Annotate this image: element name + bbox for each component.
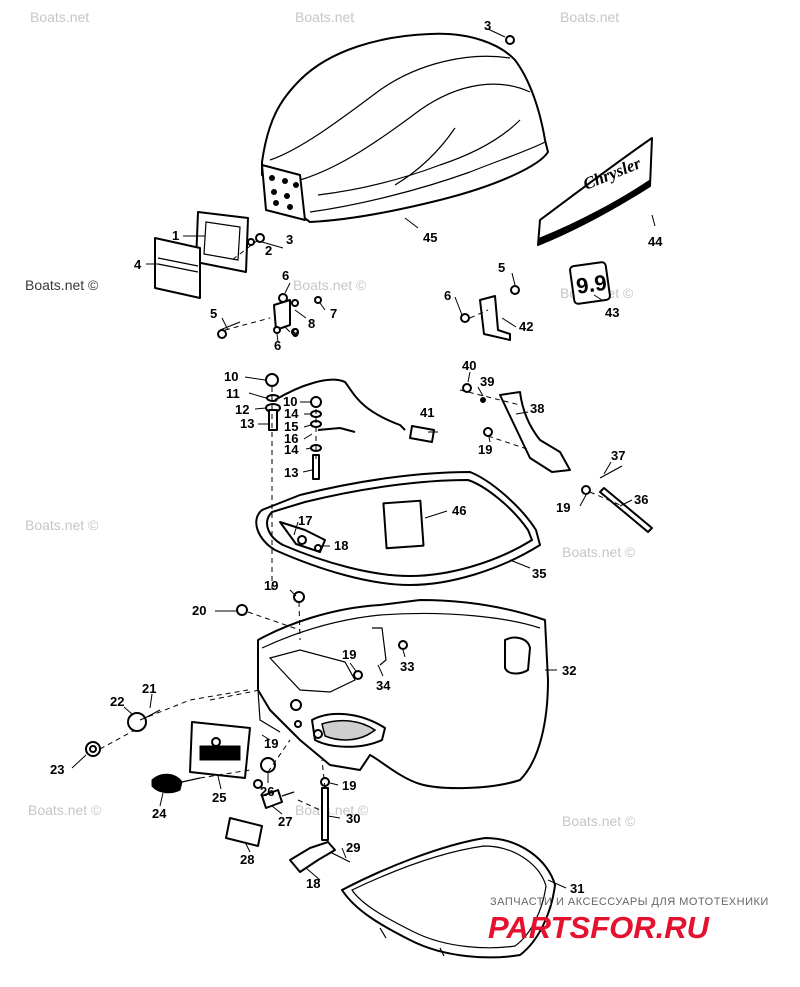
hardware-lower [85,591,363,873]
callout-7: 7 [330,306,337,321]
callout-10: 10 [224,369,238,384]
hardware-upper [217,35,520,341]
callout-43: 43 [605,305,619,320]
callout-3: 3 [286,232,293,247]
callout-9: 9 [292,325,299,340]
watermark: Boats.net [295,9,354,25]
callout-17: 17 [298,513,312,528]
callout-44: 44 [648,234,663,249]
callout-19: 19 [478,442,492,457]
watermark: Boats.net © [25,277,99,293]
callout-32: 32 [562,663,576,678]
callout-4: 4 [134,257,142,272]
callout-26: 26 [260,784,274,799]
callout-27: 27 [278,814,292,829]
callout-numbers: 3 1 3 2 4 45 44 5 6 6 7 8 9 5 6 42 43 10… [50,18,663,896]
throttle-linkage [462,383,653,533]
callout-34: 34 [376,678,391,693]
watermark: Boats.net [30,9,89,25]
top-cowl [261,32,549,223]
side-decal: Chrysler [537,137,653,246]
callout-35: 35 [532,566,546,581]
latch-plate [195,211,249,273]
watermark: Boats.net © [562,544,636,560]
watermark: Boats.net © [28,802,102,818]
callout-19: 19 [264,578,278,593]
watermark: Boats.net [560,9,619,25]
access-plate [382,499,425,550]
callout-42: 42 [519,319,533,334]
callout-40: 40 [462,358,476,373]
logo-wordmark: PARTSFOR.RU [488,910,711,945]
callout-46: 46 [452,503,466,518]
callout-22: 22 [110,694,124,709]
callout-29: 29 [346,840,360,855]
callout-31: 31 [570,881,584,896]
leader-lines [71,28,656,889]
callout-2: 2 [265,243,272,258]
assembly-lines [99,239,621,811]
callout-18: 18 [334,538,348,553]
callout-6: 6 [282,268,289,283]
callout-19: 19 [264,736,278,751]
callout-37: 37 [611,448,625,463]
callout-19: 19 [342,647,356,662]
model-badge-text: 9.9 [575,270,609,299]
callout-12: 12 [235,402,249,417]
pan-gasket [341,837,556,959]
watermark: Boats.net © [295,802,369,818]
callout-14: 14 [284,442,299,457]
callout-20: 20 [192,603,206,618]
callout-3: 3 [484,18,491,33]
callout-28: 28 [240,852,254,867]
callout-11: 11 [226,386,240,401]
callout-13: 13 [284,465,298,480]
callout-1: 1 [172,228,179,243]
watermark: Boats.net © [293,277,367,293]
callout-39: 39 [480,374,494,389]
callout-30: 30 [346,811,360,826]
callout-8: 8 [308,316,315,331]
watermark: Boats.net © [562,813,636,829]
callout-19: 19 [556,500,570,515]
callout-15: 15 [284,419,298,434]
callout-6: 6 [274,338,281,353]
callout-38: 38 [530,401,544,416]
callout-13: 13 [240,416,254,431]
callout-21: 21 [142,681,156,696]
callout-23: 23 [50,762,64,777]
watermark: Boats.net © [25,517,99,533]
callout-41: 41 [420,405,434,420]
callout-19: 19 [342,778,356,793]
bottom-pan [257,599,549,790]
callout-25: 25 [212,790,226,805]
callout-5: 5 [498,260,505,275]
callout-6: 6 [444,288,451,303]
callout-16: 16 [284,431,298,446]
front-decal [154,237,201,299]
callout-5: 5 [210,306,217,321]
callout-24: 24 [152,806,167,821]
callout-14: 14 [284,406,299,421]
model-badge: 9.9 [569,261,611,305]
callout-10: 10 [283,394,297,409]
callout-45: 45 [423,230,437,245]
callout-36: 36 [634,492,648,507]
logo-tagline: ЗАПЧАСТИ И АКСЕССУАРЫ ДЛЯ МОТОТЕХНИКИ [490,896,769,908]
callout-33: 33 [400,659,414,674]
partsfor-logo: ЗАПЧАСТИ И АКСЕССУАРЫ ДЛЯ МОТОТЕХНИКИ PA… [488,896,769,945]
callout-18: 18 [306,876,320,891]
